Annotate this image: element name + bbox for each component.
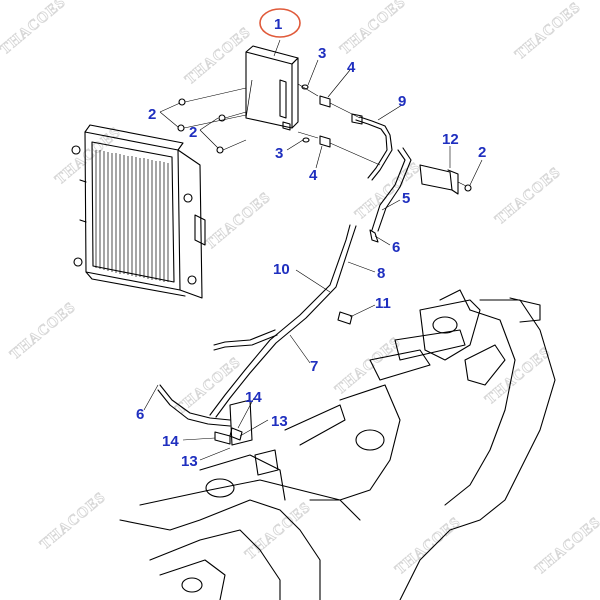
highlight-circle <box>259 8 301 38</box>
callout-2: 2 <box>189 124 197 141</box>
callout-3: 3 <box>318 45 326 62</box>
callout-2: 2 <box>478 144 486 161</box>
watermark: THACOES <box>532 514 600 578</box>
part-1-cooler-plate <box>245 45 299 131</box>
callout-1: 1 <box>274 16 282 33</box>
watermark: THACOES <box>512 0 584 63</box>
watermark: THACOES <box>52 124 124 188</box>
watermark: THACOES <box>332 334 404 398</box>
watermark: THACOES <box>352 159 424 223</box>
watermark: THACOES <box>482 344 554 408</box>
callout-9: 9 <box>398 93 406 110</box>
watermark: THACOES <box>492 164 564 228</box>
callout-14: 14 <box>245 389 262 406</box>
part-9-tube <box>351 113 393 181</box>
callout-14: 14 <box>162 433 179 450</box>
callout-2: 2 <box>148 106 156 123</box>
callout-11: 11 <box>375 295 391 312</box>
callout-7: 7 <box>310 358 318 375</box>
watermark: THACOES <box>182 24 254 88</box>
callout-10: 10 <box>273 261 290 278</box>
callouts: 1 2 2 2 3 3 4 4 5 6 6 7 8 9 10 11 12 13 … <box>136 16 486 470</box>
leader-lines <box>143 39 483 461</box>
callout-13: 13 <box>271 413 288 430</box>
watermark: THACOES <box>242 499 314 563</box>
callout-4: 4 <box>347 59 356 76</box>
watermark: THACOES <box>0 0 69 58</box>
part-12-bracket <box>419 164 472 195</box>
watermark: THACOES <box>202 189 274 253</box>
callout-8: 8 <box>377 265 385 282</box>
callout-12: 12 <box>442 131 459 148</box>
watermark-layer: THACOES THACOES THACOES THACOES THACOES … <box>0 0 600 578</box>
callout-4: 4 <box>309 167 318 184</box>
callout-5: 5 <box>402 190 410 207</box>
watermark: THACOES <box>337 0 409 58</box>
hoses <box>157 147 412 445</box>
watermark: THACOES <box>37 489 109 553</box>
callout-3: 3 <box>275 145 283 162</box>
callout-6: 6 <box>392 239 400 256</box>
watermark: THACOES <box>7 299 79 363</box>
callout-13: 13 <box>181 453 198 470</box>
radiator <box>71 124 206 299</box>
watermark: THACOES <box>392 514 464 578</box>
callout-6: 6 <box>136 406 144 423</box>
machine-frame <box>119 289 556 600</box>
